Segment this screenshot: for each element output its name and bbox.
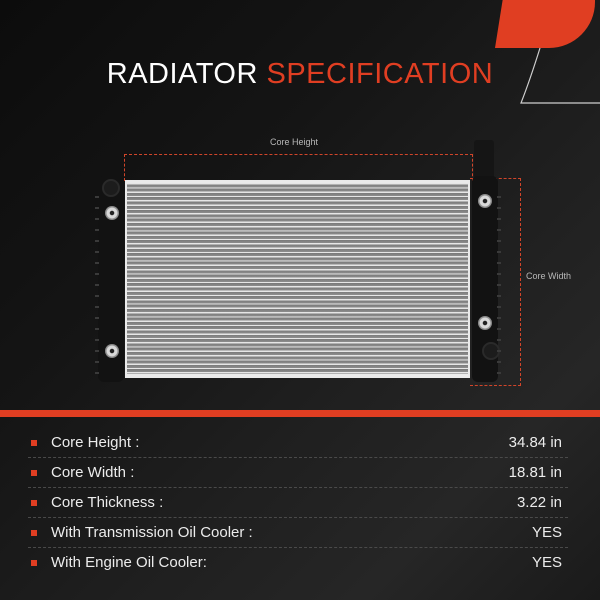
spec-value: 18.81 in — [508, 464, 562, 481]
spec-row-engine-oil-cooler: With Engine Oil Cooler: YES — [28, 548, 568, 577]
tank-fin — [497, 240, 501, 242]
tank-fin — [95, 317, 99, 319]
tank-fin — [95, 207, 99, 209]
tank-fin — [95, 262, 99, 264]
accent-divider — [0, 410, 600, 417]
mount-bolt-icon — [105, 206, 119, 220]
core-height-label: Core Height — [270, 137, 319, 147]
tank-fin — [95, 251, 99, 253]
tank-fin — [497, 284, 501, 286]
tank-fin — [497, 196, 501, 198]
page-title: RADIATOR SPECIFICATION — [0, 58, 600, 91]
title-primary: RADIATOR — [106, 58, 258, 90]
bullet-icon — [31, 439, 37, 446]
inlet-port-icon — [102, 179, 120, 197]
tank-fin — [497, 306, 501, 308]
tank-fin — [497, 350, 501, 352]
spec-row-core-height: Core Height : 34.84 in — [28, 428, 568, 458]
tank-fin — [95, 218, 99, 220]
spec-row-transmission-oil-cooler: With Transmission Oil Cooler : YES — [28, 518, 568, 548]
mount-bolt-icon — [105, 344, 119, 358]
spec-value: 3.22 in — [516, 494, 562, 511]
tank-fin — [95, 240, 99, 242]
tank-fin — [95, 328, 99, 330]
tank-fin — [95, 196, 99, 198]
bullet-icon — [31, 499, 37, 506]
tank-fin — [95, 306, 99, 308]
spec-value: YES — [531, 524, 562, 541]
mount-bolt-icon — [478, 316, 492, 330]
spec-label: Core Height : — [51, 434, 140, 451]
tank-fin — [95, 350, 99, 352]
tank-fin — [497, 251, 501, 253]
bullet-icon — [31, 469, 37, 476]
spec-label: With Transmission Oil Cooler : — [51, 524, 253, 541]
tank-fin — [497, 218, 501, 220]
left-tank — [95, 176, 124, 382]
spec-row-core-thickness: Core Thickness : 3.22 in — [28, 488, 568, 518]
radiator-core — [125, 180, 470, 378]
tank-fin — [95, 372, 99, 374]
title-accent: SPECIFICATION — [266, 58, 494, 90]
tank-fin — [95, 273, 99, 275]
tank-fin — [95, 284, 99, 286]
tank-fin — [95, 229, 99, 231]
spec-label: Core Width : — [51, 464, 135, 481]
tank-fin — [497, 361, 501, 363]
radiator-image — [92, 176, 510, 386]
core-height-dimension-line — [124, 154, 473, 181]
spec-label: With Engine Oil Cooler: — [51, 554, 207, 571]
balloon-string-decoration — [520, 47, 600, 104]
tank-fin — [497, 372, 501, 374]
radiator-filler-neck — [474, 140, 494, 180]
spec-list: Core Height : 34.84 in Core Width : 18.8… — [28, 428, 568, 577]
tank-fin — [497, 262, 501, 264]
tank-fin — [95, 339, 99, 341]
tank-fin — [497, 273, 501, 275]
spec-value: 34.84 in — [508, 434, 562, 451]
tank-fin — [95, 295, 99, 297]
tank-fin — [497, 207, 501, 209]
spec-label: Core Thickness : — [51, 494, 164, 511]
bullet-icon — [31, 559, 37, 566]
tank-fin — [497, 229, 501, 231]
tank-fin — [497, 317, 501, 319]
tank-fin — [497, 328, 501, 330]
spec-row-core-width: Core Width : 18.81 in — [28, 458, 568, 488]
mount-bolt-icon — [478, 194, 492, 208]
tank-fin — [497, 339, 501, 341]
tank-fin — [497, 295, 501, 297]
bullet-icon — [31, 529, 37, 536]
core-width-label: Core Width — [526, 271, 572, 281]
tank-fin — [95, 361, 99, 363]
right-tank — [472, 176, 501, 382]
spec-value: YES — [531, 554, 562, 571]
